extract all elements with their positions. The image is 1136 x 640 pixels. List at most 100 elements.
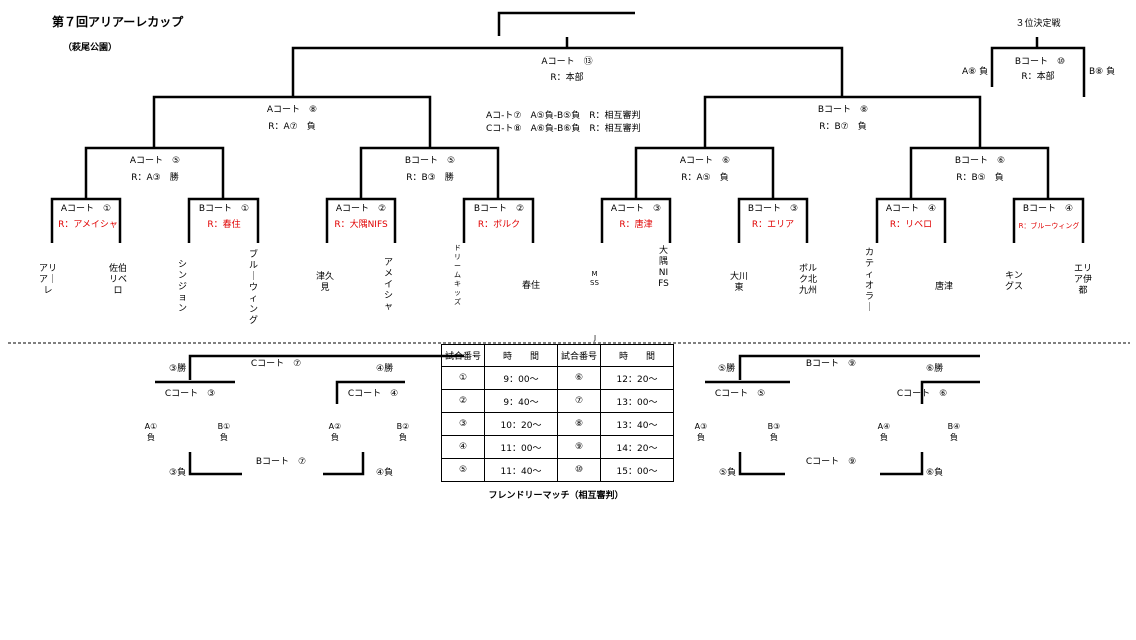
venue-label: （萩尾公園） [63,43,118,53]
header-cell: 試合番号 [441,344,485,367]
match-time: 9：00〜 [484,366,558,390]
friendly-right-bottom-left: ⑤負 [719,468,737,478]
friendly-left-sub-left: Cコート ③ [164,389,216,399]
team-name: アリア｜レ [38,264,57,296]
team-name: ドリームキッズ [454,244,461,306]
match-number: ③ [441,412,485,436]
friendly-left-team: B②負 [396,422,410,442]
quarter-3-ref: R：A⑤ 負 [681,173,729,183]
round1-1-court: Aコート ① [60,204,112,214]
match-time: 12：20〜 [600,366,674,390]
friendly-right-team: B③負 [767,422,781,442]
match-number: ⑩ [557,458,601,482]
table-row: ② 9：40〜 ⑦ 13：00〜 [441,389,674,413]
match-number: ⑤ [441,458,485,482]
semi-a-court: Aコート ⑧ [266,105,318,115]
header-cell: 試合番号 [557,344,601,367]
round1-5-court: Aコート ③ [610,204,662,214]
quarter-2-ref: R：B③ 勝 [406,173,454,183]
friendly-right-sub-left: Cコート ⑤ [714,389,766,399]
round1-2-court: Bコート ① [198,204,250,214]
friendly-right-top-left: ⑤勝 [718,364,736,374]
round1-6-court: Bコート ③ [747,204,799,214]
round1-1-ref: R：アメイシャ [58,220,118,230]
round1-8-court: Bコート ④ [1022,204,1074,214]
header-cell: 時 間 [484,344,558,367]
friendly-right-bottom-court: Cコート ⑨ [805,457,857,467]
friendly-left-sub-right: Cコート ④ [347,389,399,399]
team-name: MSS [590,270,599,287]
third-place-court: Bコート ⑩ [1014,57,1066,67]
round1-7-court: Aコート ④ [885,204,937,214]
match-number: ⑨ [557,435,601,459]
small-mark: J [594,334,597,342]
quarter-2-court: Bコート ⑤ [404,156,456,166]
mid-note-2: Cコ-ト⑧ A⑥負-B⑥負 R：相互審判 [486,124,641,134]
round1-6-ref: R：エリア [751,220,795,230]
match-time: 14：20〜 [600,435,674,459]
friendly-left-bottom-court: Bコート ⑦ [255,457,307,467]
final-ref: R：本部 [550,73,584,83]
quarter-1-ref: R：A③ 勝 [131,173,179,183]
friendly-left-bottom-left: ③負 [169,468,187,478]
friendly-left-top-court: Cコート ⑦ [250,359,302,369]
round1-3-ref: R：大隅NIFS [334,220,388,230]
team-name: 津久見 [315,272,334,293]
match-time: 15：00〜 [600,458,674,482]
match-number: ② [441,389,485,413]
friendly-right-sub-right: Cコート ⑥ [896,389,948,399]
team-name: ボルク北九州 [798,264,817,296]
round1-5-ref: R：唐津 [619,220,653,230]
round1-2-ref: R：春住 [207,220,241,230]
team-name: エリア伊都 [1073,264,1092,296]
match-number: ⑦ [557,389,601,413]
third-place-left: A⑧ 負 [962,67,989,77]
friendly-right-team: A③負 [694,422,708,442]
match-time: 11：40〜 [484,458,558,482]
friendly-left-team: A②負 [328,422,342,442]
round1-4-court: Bコート ② [473,204,525,214]
quarter-4-court: Bコート ⑥ [954,156,1006,166]
match-time: 13：40〜 [600,412,674,436]
match-time: 10：20〜 [484,412,558,436]
table-row: ③ 10：20〜 ⑧ 13：40〜 [441,412,674,436]
friendly-right-team: A④負 [877,422,891,442]
friendly-left-team: A①負 [144,422,158,442]
round1-8-ref: R：ブルーウィング [1018,222,1080,230]
table-row: ⑤ 11：40〜 ⑩ 15：00〜 [441,458,674,482]
match-number: ① [441,366,485,390]
match-time: 11：00〜 [484,435,558,459]
third-place-right: B⑧ 負 [1089,67,1116,77]
team-name: シンジョン [177,260,187,314]
friendly-left-team: B①負 [217,422,231,442]
friendly-left-top-right: ④勝 [376,364,394,374]
third-place-ref: R：本部 [1021,72,1055,82]
friendly-left-top-left: ③勝 [169,364,187,374]
semi-a-ref: R：A⑦ 負 [268,122,316,132]
round1-3-court: Aコート ② [335,204,387,214]
match-number: ⑥ [557,366,601,390]
team-name: 大川東 [729,272,748,293]
third-place-title: ３位決定戦 [1015,19,1061,29]
table-row: ④ 11：00〜 ⑨ 14：20〜 [441,435,674,459]
match-number: ⑧ [557,412,601,436]
header-cell: 時 間 [600,344,674,367]
semi-b-court: Bコート ⑧ [817,105,869,115]
page-title: 第７回アリアーレカップ [52,15,184,29]
table-row: ① 9：00〜 ⑥ 12：20〜 [441,366,674,390]
friendly-right-top-right: ⑥勝 [926,364,944,374]
friendly-right-team: B④負 [947,422,961,442]
friendly-right-bottom-right: ⑥負 [926,468,944,478]
team-name: ブル｜ウィング [248,250,258,326]
friendly-caption: フレンドリーマッチ（相互審判） [488,491,624,501]
round1-4-ref: R：ボルク [477,220,521,230]
match-time: 13：00〜 [600,389,674,413]
schedule-table: 試合番号 時 間 試合番号 時 間 ① 9：00〜 ⑥ 12：20〜 ② 9：4… [441,344,674,482]
team-name: アメイシャ [383,258,393,312]
round1-7-ref: R：リベロ [889,220,933,230]
team-name: 春住 [522,281,541,291]
mid-note-1: Aコ-ト⑦ A⑤負-B⑤負 R：相互審判 [486,111,641,121]
team-name: キングス [1004,271,1023,292]
match-number: ④ [441,435,485,459]
